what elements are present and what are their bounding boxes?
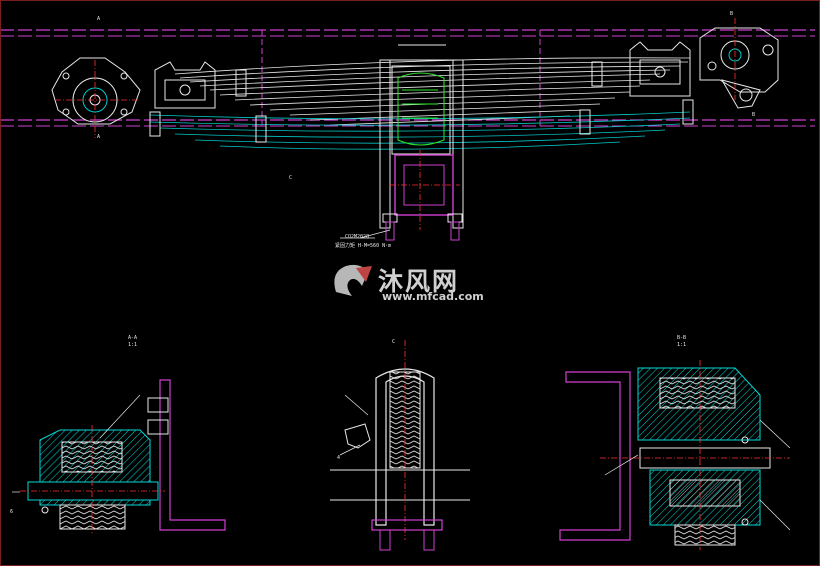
section-a-scale: 1:1 [128,342,138,348]
right-hanger-bracket [629,41,691,97]
view-c-marker: C [289,175,293,181]
right-shackle-hub [699,18,779,109]
left-hanger-bracket [154,61,216,109]
section-c-view [330,340,470,551]
left-eye-hub [51,57,141,138]
watermark-logo-icon [334,264,372,296]
frame-rail-lines [0,29,815,127]
section-b-title: B-B [677,335,687,341]
top-marker-a1: A [97,16,101,22]
top-marker-b1: B [730,11,734,17]
section-a-title: A-A [128,335,138,341]
top-marker-b2: B [752,112,756,118]
section-c-title: C [392,339,396,345]
section-b-scale: 1:1 [677,342,687,348]
leaf-spring-stack [149,57,691,150]
torque-note-code: CO2M2028 [345,234,370,240]
center-ubolt-assembly [379,44,464,241]
torque-leader [340,229,391,239]
section-a-view [12,379,226,535]
spring-clips [149,61,694,143]
top-marker-a2: A [97,134,101,140]
section-c-callout: 4 [337,455,341,461]
section-a-callout: 6 [10,509,14,515]
section-b-view [559,360,791,550]
torque-note-text: 紧固力矩 H-M=560 N·m [335,243,392,249]
